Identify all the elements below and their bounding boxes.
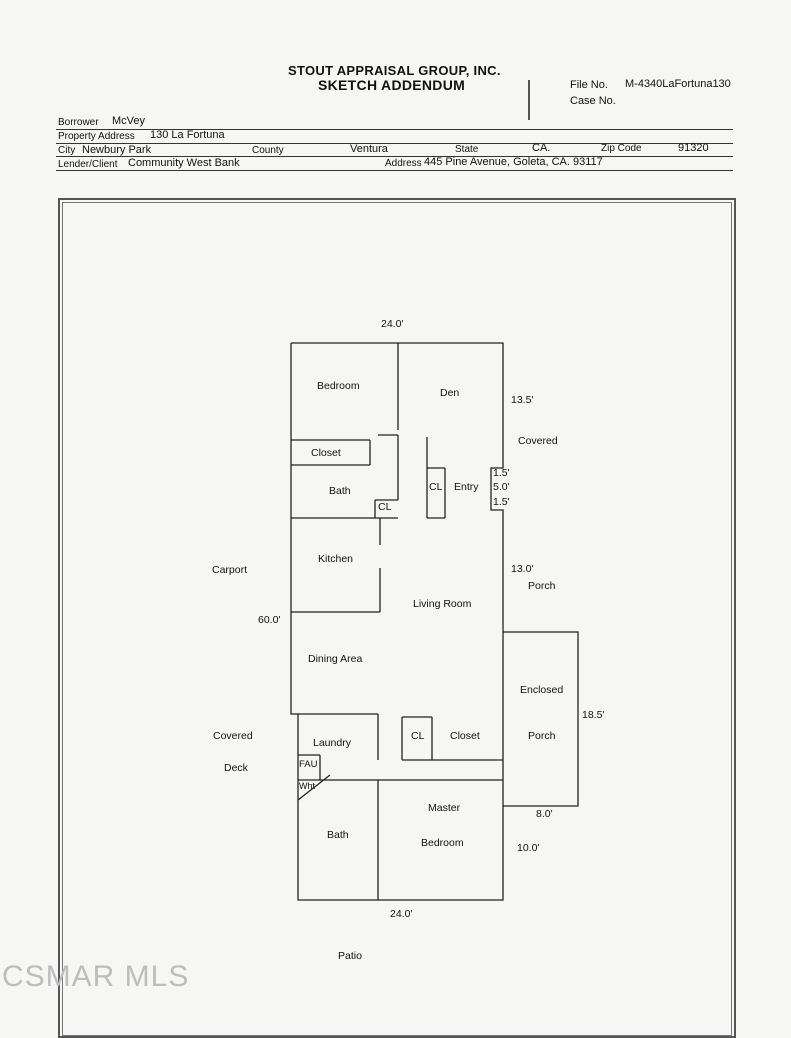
- label-deck: Deck: [224, 762, 248, 774]
- dim-entry-1-5b: 1.5': [493, 496, 510, 508]
- room-closet-bottom: Closet: [450, 730, 480, 742]
- company-name: STOUT APPRAISAL GROUP, INC.: [288, 63, 501, 78]
- room-enclosed-porch: Porch: [528, 730, 556, 742]
- borrower-label: Borrower: [58, 117, 99, 128]
- property-value: 130 La Fortuna: [150, 129, 225, 141]
- dim-top-width: 24.0': [381, 318, 404, 330]
- room-laundry: Laundry: [313, 737, 351, 749]
- room-enclosed: Enclosed: [520, 684, 564, 696]
- room-master-bedroom: Bedroom: [421, 837, 464, 849]
- room-bath-top: Bath: [329, 485, 351, 497]
- row-rule: [56, 156, 733, 157]
- dim-enclosed-18-5: 18.5': [582, 709, 605, 721]
- label-porch: Porch: [528, 580, 556, 592]
- room-bath-bottom: Bath: [327, 829, 349, 841]
- state-value: CA.: [532, 142, 551, 154]
- room-den: Den: [440, 387, 460, 399]
- zip-value: 91320: [678, 142, 709, 154]
- dim-enclosed-8-0: 8.0': [536, 808, 553, 820]
- room-kitchen: Kitchen: [318, 553, 354, 565]
- property-label: Property Address: [58, 131, 135, 142]
- file-no-value: M-4340LaFortuna130: [625, 78, 731, 90]
- label-covered-deck: Covered: [213, 730, 253, 742]
- house-outline: [290, 342, 504, 901]
- room-cl-3: CL: [411, 730, 425, 742]
- zip-label: Zip Code: [601, 143, 642, 154]
- lender-value: Community West Bank: [128, 157, 240, 169]
- label-patio: Patio: [338, 950, 362, 962]
- dim-right-10-0: 10.0': [517, 842, 540, 854]
- file-no-label: File No.: [570, 79, 608, 91]
- label-covered-top: Covered: [518, 435, 558, 447]
- dim-right-13-0: 13.0': [511, 563, 534, 575]
- dim-entry-5-0: 5.0': [493, 481, 510, 493]
- header-divider: [528, 80, 530, 120]
- room-living-room: Living Room: [413, 598, 472, 610]
- room-bedroom: Bedroom: [317, 380, 360, 392]
- address-label: Address: [385, 158, 422, 169]
- room-dining-area: Dining Area: [308, 653, 363, 665]
- state-label: State: [455, 144, 479, 155]
- room-entry: Entry: [454, 481, 479, 493]
- room-master: Master: [428, 802, 461, 814]
- city-label: City: [58, 145, 76, 156]
- address-value: 445 Pine Avenue, Goleta, CA. 93117: [424, 156, 603, 168]
- room-closet-top: Closet: [311, 447, 341, 459]
- row-rule: [56, 129, 733, 130]
- dim-right-13-5: 13.5': [511, 394, 534, 406]
- row-rule: [56, 143, 733, 144]
- label-carport: Carport: [212, 564, 248, 576]
- city-value: Newbury Park: [82, 144, 152, 156]
- borrower-value: McVey: [112, 115, 146, 127]
- case-no-label: Case No.: [570, 95, 616, 107]
- county-value: Ventura: [350, 143, 388, 155]
- watermark: CSMAR MLS: [2, 960, 190, 993]
- lender-label: Lender/Client: [58, 159, 118, 170]
- dim-bottom-width: 24.0': [390, 908, 413, 920]
- dim-entry-1-5a: 1.5': [493, 467, 510, 479]
- row-rule: [56, 170, 733, 171]
- room-fau: FAU: [299, 759, 318, 770]
- room-cl-1: CL: [378, 501, 392, 513]
- room-wht: Wht: [299, 781, 316, 791]
- page-title: SKETCH ADDENDUM: [318, 77, 466, 93]
- dim-left-60: 60.0': [258, 614, 281, 626]
- room-cl-2: CL: [429, 481, 443, 493]
- county-label: County: [252, 145, 284, 156]
